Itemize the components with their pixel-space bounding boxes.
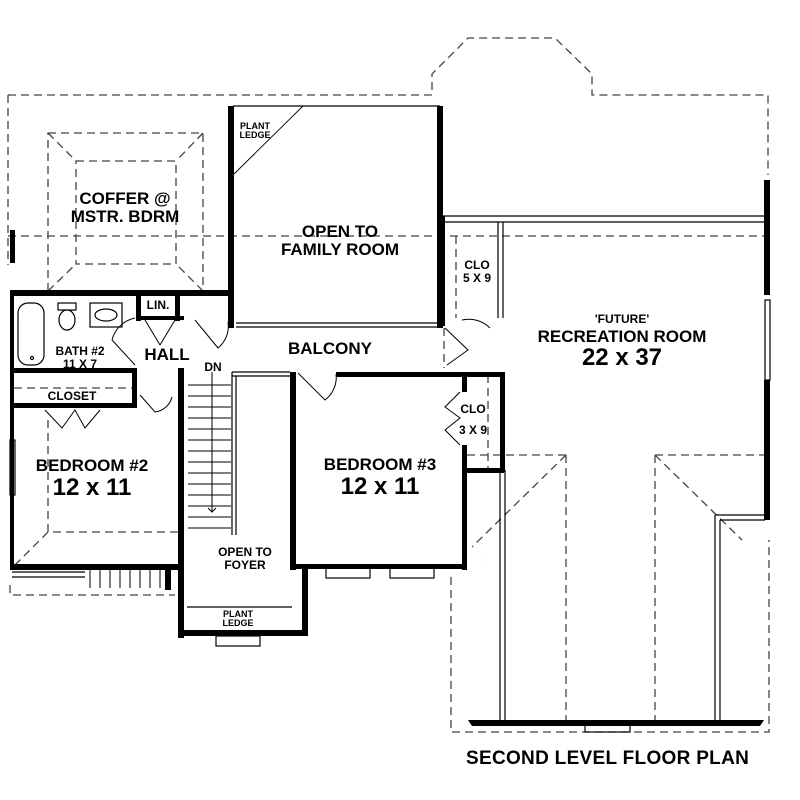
bedroom3-size: 12 x 11 [340, 472, 420, 500]
recreation-tag: 'FUTURE' [594, 312, 650, 326]
door-swings [44, 317, 491, 446]
bath2-label: BATH #2 11 X 7 [55, 345, 104, 370]
bedroom2-name: BEDROOM #2 [35, 456, 149, 475]
thick-walls [10, 106, 770, 726]
bedroom2-size: 12 x 11 [52, 473, 132, 501]
bath2-name: BATH #2 [55, 344, 105, 358]
hall-label: HALL [144, 345, 190, 364]
plant-ledge-top-line2: LEDGE [239, 130, 271, 141]
clo-5x9-label: CLO 5 X 9 [463, 259, 491, 284]
coffer-line1: COFFER @ [79, 189, 171, 208]
thin-walls [9, 105, 771, 733]
linen-label: LIN. [146, 298, 170, 312]
recreation-name: RECREATION ROOM [537, 326, 707, 346]
plant-ledge-bottom-line1: PLANT [222, 609, 253, 619]
open-foyer-line2: FOYER [224, 557, 266, 572]
recreation-room-label: 'FUTURE' RECREATION ROOM 22 x 37 [538, 313, 707, 371]
plant-ledge-top-line1: PLANT [239, 121, 270, 131]
open-to-foyer-label: OPEN TO FOYER [218, 546, 272, 571]
bedroom3-name: BEDROOM #3 [323, 455, 437, 474]
roof-outline-dashed [7, 37, 770, 733]
plant-ledge-top-label: PLANT LEDGE [239, 121, 271, 141]
clo-3x9-line1: CLO [460, 402, 486, 416]
plan-title: SECOND LEVEL FLOOR PLAN [466, 748, 750, 769]
open-family-line2: FAMILY ROOM [280, 239, 400, 259]
balcony-label: BALCONY [287, 339, 373, 358]
coffer-label: COFFER @ MSTR. BDRM [71, 190, 180, 226]
clo-3x9-label: CLO 3 X 9 [459, 403, 487, 436]
open-foyer-line1: OPEN TO [218, 545, 272, 559]
plant-ledge-bottom-label: PLANT LEDGE [222, 609, 254, 629]
coffer-line2: MSTR. BDRM [70, 206, 180, 226]
stair-treads [89, 372, 231, 588]
plant-ledge-bottom-line2: LEDGE [222, 618, 254, 629]
open-family-line1: OPEN TO [301, 222, 379, 241]
open-to-family-room-label: OPEN TO FAMILY ROOM [281, 223, 399, 259]
closet-label: CLOSET [47, 389, 97, 403]
clo-5x9-line2: 5 X 9 [462, 270, 492, 285]
bedroom2-label: BEDROOM #2 12 x 11 [36, 457, 148, 500]
clo-5x9-line1: CLO [464, 258, 490, 272]
bath2-size: 11 X 7 [62, 356, 98, 371]
stairs-down-label: DN [204, 360, 222, 374]
bedroom3-label: BEDROOM #3 12 x 11 [324, 456, 436, 499]
clo-3x9-line2: 3 X 9 [458, 422, 488, 437]
recreation-size: 22 x 37 [581, 344, 663, 372]
